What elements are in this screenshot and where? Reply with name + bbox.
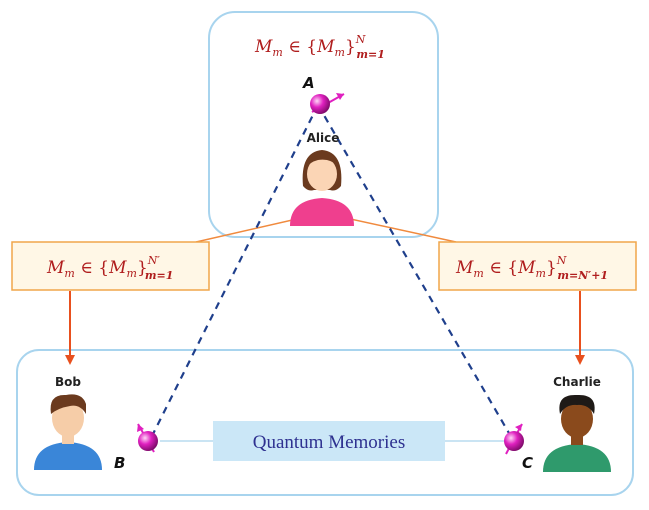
qubit-b-spin-qubit-icon [137, 423, 158, 453]
bob-name: Bob [55, 375, 81, 389]
dashed-link-a-b [149, 104, 319, 441]
alice-panel [208, 11, 439, 238]
charlie-person-avatar-icon [543, 394, 611, 472]
vertex-label-a: A [302, 74, 315, 92]
bob-formula: Mm ∈ {Mm}N′m=1 [46, 254, 173, 282]
qubit-c-spin-qubit-icon [504, 423, 524, 455]
alice-person-avatar-icon [290, 150, 354, 226]
vertex-label-c: C [522, 454, 533, 472]
vertex-label-b: B [114, 454, 125, 472]
quantum-memories-box [213, 421, 445, 461]
alice-name: Alice [307, 131, 340, 145]
quantum-memories-label: Quantum Memories [253, 432, 406, 453]
bob-formula-box [11, 241, 210, 291]
qubit-a-spin-qubit-icon [310, 93, 345, 114]
bob-person-avatar-icon [34, 394, 102, 470]
charlie-name: Charlie [553, 375, 601, 389]
charlie-formula-box [438, 241, 637, 291]
